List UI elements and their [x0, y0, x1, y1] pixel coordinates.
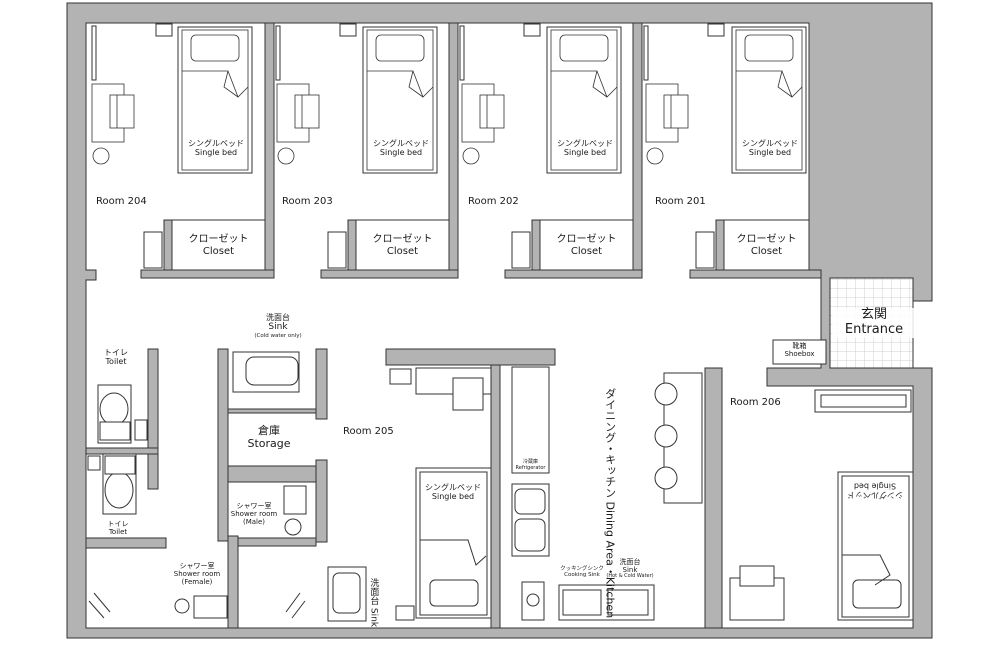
- kitchen-sink-label-jp: 洗面台: [619, 558, 641, 566]
- bed-label-en: Single bed: [853, 481, 897, 491]
- bed-label-204: シングルベッド Single bed: [181, 139, 251, 157]
- sink-label-205: 洗面台 Sink: [368, 578, 378, 627]
- toilet-label-jp: トイレ: [104, 348, 128, 357]
- dining-label-en: Dining Area・Kitchen: [603, 501, 617, 619]
- storage-label-jp: 倉庫: [258, 424, 280, 437]
- sink-label-en: Sink: [368, 607, 379, 628]
- sink-label-en: Sink: [268, 322, 288, 333]
- room-label-206: Room 206: [730, 397, 781, 408]
- room-label-204: Room 204: [96, 196, 147, 207]
- closet-label-en: Closet: [386, 245, 419, 257]
- shower-label-jp: シャワー室: [236, 502, 272, 510]
- room-label-203: Room 203: [282, 196, 333, 207]
- sink-label-top: 洗面台 Sink (Cold water only): [238, 313, 318, 339]
- closet-label-202: クローゼット Closet: [540, 234, 633, 257]
- entrance-label-en: Entrance: [844, 321, 904, 337]
- sink-label-jp: 洗面台: [368, 578, 379, 605]
- entrance-label-jp: 玄関: [860, 307, 887, 322]
- shower-label-note: (Female): [181, 578, 213, 587]
- closet-label-204: クローゼット Closet: [172, 234, 265, 257]
- bed-label-202: シングルベッド Single bed: [550, 139, 620, 157]
- closet-label-201: クローゼット Closet: [724, 234, 809, 257]
- bed-label-en: Single bed: [431, 492, 475, 502]
- entrance-label: 玄関 Entrance: [832, 307, 916, 338]
- bed-label-jp: シングルベッド: [373, 139, 429, 148]
- closet-label-jp: クローゼット: [556, 234, 617, 245]
- refrigerator-label-en: Refrigerator: [515, 464, 546, 471]
- sink-label-jp: 洗面台: [266, 313, 290, 322]
- bed-label-en: Single bed: [379, 148, 423, 158]
- shower-male-label: シャワー室 Shower room (Male): [226, 502, 282, 526]
- closet-label-jp: クローゼット: [188, 234, 249, 245]
- dining-label: ダイニング・キッチン Dining Area・Kitchen: [603, 388, 617, 619]
- room-label-205: Room 205: [343, 426, 394, 437]
- bed-label-jp: シングルベッド: [557, 139, 613, 148]
- bed-label-jp: シングルベッド: [188, 139, 244, 148]
- dining-label-jp: ダイニング・キッチン: [603, 388, 617, 498]
- shower-female-label: シャワー室 Shower room (Female): [165, 562, 229, 586]
- refrigerator-label: 冷蔵庫 Refrigerator: [512, 459, 549, 472]
- shower-label-en: Shower room: [173, 570, 221, 579]
- shoebox-label-en: Shoebox: [784, 350, 815, 359]
- shower-label-note: (Male): [242, 518, 266, 527]
- toilet-label-en: Toilet: [108, 528, 128, 537]
- closet-label-en: Closet: [750, 245, 783, 257]
- bed-label-205: シングルベッド Single bed: [418, 483, 488, 501]
- closet-label-jp: クローゼット: [372, 234, 433, 245]
- toilet-label-en: Toilet: [105, 357, 127, 367]
- shower-label-en: Shower room: [230, 510, 278, 519]
- cooking-sink-label-en: Cooking Sink: [564, 572, 600, 579]
- kitchen-sink-label: 洗面台 Sink (Hot & Cold Water): [604, 558, 656, 580]
- bed-label-jp: シングルベッド: [742, 139, 798, 148]
- shoebox-label-jp: 靴箱: [792, 342, 807, 350]
- closet-label-en: Closet: [202, 245, 235, 257]
- closet-label-203: クローゼット Closet: [356, 234, 449, 257]
- bed-label-en: Single bed: [748, 148, 792, 158]
- room-label-202: Room 202: [468, 196, 519, 207]
- bed-label-en: Single bed: [194, 148, 238, 158]
- refrigerator-label-jp: 冷蔵庫: [522, 459, 538, 465]
- shower-label-jp: シャワー室: [179, 562, 215, 570]
- closet-label-jp: クローゼット: [736, 234, 797, 245]
- toilet-label-lower: トイレ Toilet: [98, 520, 138, 536]
- bed-label-203: シングルベッド Single bed: [366, 139, 436, 157]
- bed-label-jp: シングルベッド: [425, 483, 481, 492]
- bed-label-en: Single bed: [563, 148, 607, 158]
- closet-label-en: Closet: [570, 245, 603, 257]
- shoebox-label: 靴箱 Shoebox: [773, 342, 826, 358]
- room-label-201: Room 201: [655, 196, 706, 207]
- kitchen-sink-label-note: (Hot & Cold Water): [606, 573, 654, 580]
- toilet-label-jp: トイレ: [107, 520, 129, 528]
- sink-label-note: (Cold water only): [254, 332, 302, 339]
- cooking-sink-label: クッキングシンク Cooking Sink: [556, 566, 608, 579]
- storage-label: 倉庫 Storage: [229, 424, 309, 450]
- bed-label-201: シングルベッド Single bed: [735, 139, 805, 157]
- cooking-sink-label-jp: クッキングシンク: [560, 566, 604, 572]
- toilet-label-upper: トイレ Toilet: [96, 348, 136, 366]
- bed-label-jp: シングルベッド: [847, 490, 903, 500]
- storage-label-en: Storage: [247, 436, 291, 450]
- bed-label-206: シングルベッド Single bed: [840, 481, 910, 499]
- kitchen-sink-label-en: Sink: [622, 566, 638, 575]
